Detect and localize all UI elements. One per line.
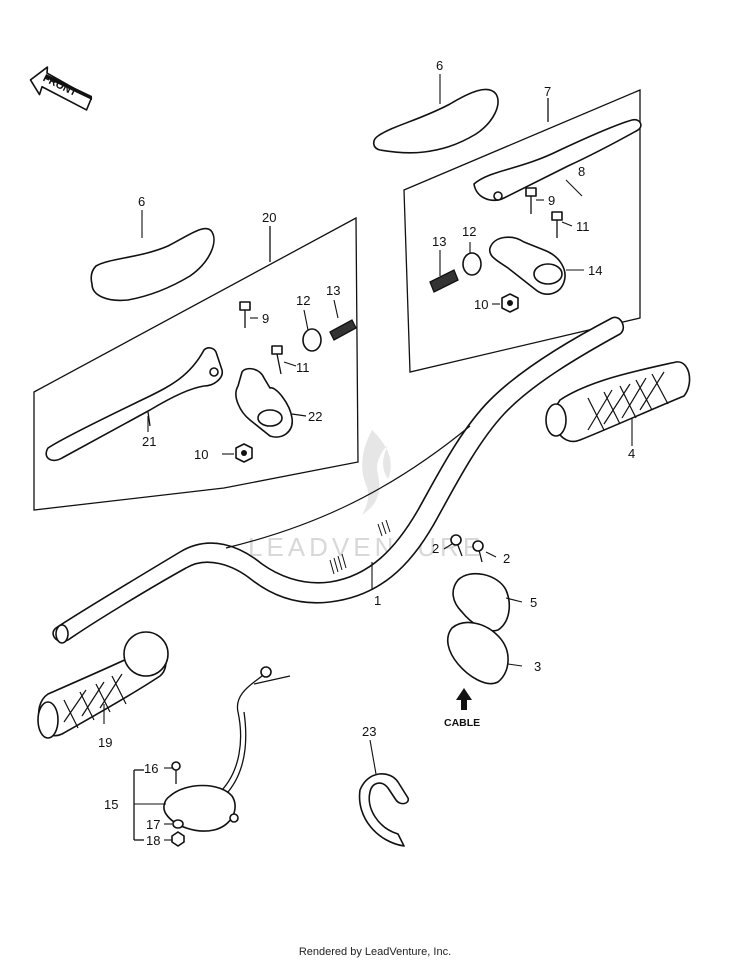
callout-19: 19 — [98, 735, 112, 750]
callout-10b: 10 — [194, 447, 208, 462]
cable-arrow-icon — [456, 688, 472, 710]
callout-22: 22 — [308, 409, 322, 424]
left-lever-assembly — [33, 216, 359, 511]
callout-5: 5 — [530, 595, 537, 610]
callout-20: 20 — [262, 210, 276, 225]
callout-10a: 10 — [474, 297, 488, 312]
grip-left — [37, 631, 169, 739]
callout-6b: 6 — [138, 194, 145, 209]
callouts: 1 2 2 3 4 5 6 6 7 8 9 9 10 10 11 11 12 1… — [98, 58, 635, 848]
callout-1: 1 — [374, 593, 381, 608]
callout-6a: 6 — [436, 58, 443, 73]
callout-9b: 9 — [262, 311, 269, 326]
throttle-housing-lower — [446, 621, 509, 685]
callout-2b: 2 — [503, 551, 510, 566]
kill-switch — [133, 666, 291, 847]
callout-14: 14 — [588, 263, 602, 278]
callout-21: 21 — [142, 434, 156, 449]
throttle-housing-upper — [452, 572, 511, 632]
callout-16: 16 — [144, 761, 158, 776]
callout-13b: 13 — [326, 283, 340, 298]
watermark-text: LEADVENTURE — [248, 532, 484, 562]
callout-11b: 11 — [296, 360, 310, 375]
callout-18: 18 — [146, 833, 160, 848]
callout-8: 8 — [578, 164, 585, 179]
callout-4: 4 — [628, 446, 635, 461]
cable-label: CABLE — [444, 717, 480, 729]
callout-23: 23 — [362, 724, 376, 739]
lever-cover-right — [372, 88, 499, 154]
callout-12b: 12 — [296, 293, 310, 308]
callout-11a: 11 — [576, 219, 590, 234]
grip-right — [545, 361, 691, 443]
callout-3: 3 — [534, 659, 541, 674]
callout-12a: 12 — [462, 224, 476, 239]
leader-lines — [103, 74, 633, 841]
lever-cover-left — [90, 227, 215, 302]
screws-2 — [450, 534, 484, 563]
callout-7: 7 — [544, 84, 551, 99]
callout-9a: 9 — [548, 193, 555, 208]
footer-credit: Rendered by LeadVenture, Inc. — [298, 946, 452, 958]
callout-2a: 2 — [432, 541, 439, 556]
cable-band — [358, 773, 410, 847]
right-lever-assembly — [403, 89, 642, 373]
callout-15: 15 — [104, 797, 118, 812]
callout-17: 17 — [146, 817, 160, 832]
handlebar — [52, 316, 625, 644]
front-arrow-icon: FRONT — [29, 66, 93, 111]
callout-13a: 13 — [432, 234, 446, 249]
